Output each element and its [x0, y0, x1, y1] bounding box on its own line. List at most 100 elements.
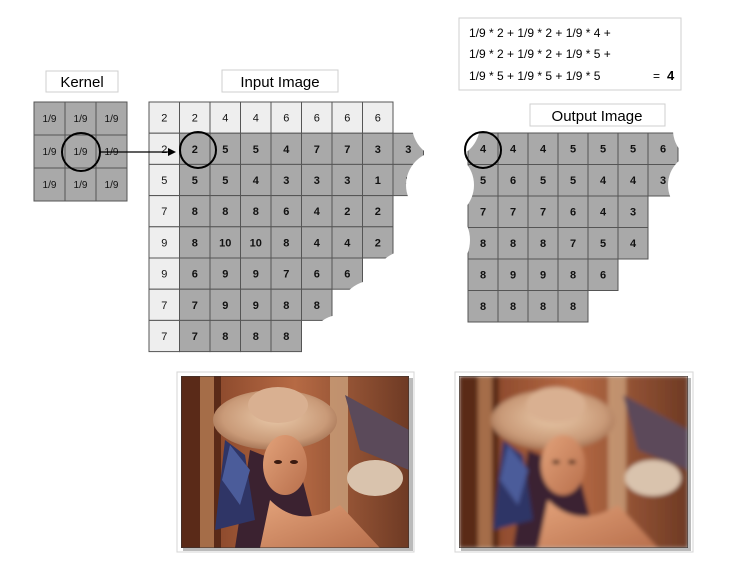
input-cell-value: 7 [161, 300, 167, 312]
input-cell-value: 6 [314, 113, 320, 125]
input-cell-value: 8 [192, 237, 198, 249]
output-cell [467, 258, 499, 291]
input-torn-edge [310, 91, 480, 375]
input-cell [179, 257, 211, 290]
output-cell [587, 258, 619, 291]
output-cell-value: 4 [510, 144, 517, 156]
input-cell-value: 5 [161, 175, 167, 187]
input-cell-value: 7 [192, 331, 198, 343]
input-cell-value: 10 [250, 237, 262, 249]
kernel-cell-value: 1/9 [43, 114, 57, 125]
input-cell [362, 163, 394, 197]
input-cell [270, 195, 302, 228]
input-cell [240, 257, 272, 290]
output-cell-value: 8 [480, 238, 486, 250]
input-cell [362, 195, 394, 228]
input-cell [331, 257, 363, 290]
output-cell [467, 195, 499, 228]
output-cell [587, 132, 619, 165]
output-cell-value: 8 [480, 270, 486, 282]
input-cell-value: 2 [375, 237, 381, 249]
output-cell [587, 164, 619, 197]
input-cell-value: 1 [375, 175, 381, 187]
kernel-title-text: Kernel [60, 74, 103, 91]
input-cell-value: 6 [314, 269, 320, 281]
input-cell-value: 6 [344, 113, 350, 125]
input-cell [209, 226, 241, 259]
kernel-cell-value: 1/9 [105, 114, 119, 125]
output-cell [617, 195, 649, 228]
input-cell-value: 8 [253, 331, 259, 343]
output-cell-value: 4 [630, 175, 637, 187]
input-cell [179, 319, 211, 353]
output-cell-value: 7 [480, 207, 486, 219]
input-cell-value: 8 [222, 331, 228, 343]
output-cell-value: 8 [510, 301, 516, 313]
input-cell-value: 9 [253, 300, 259, 312]
input-cell-value: 2 [344, 206, 350, 218]
output-cell [527, 227, 559, 260]
input-cell-value: 4 [314, 237, 321, 249]
output-cell [497, 195, 529, 228]
kernel-center-circle [61, 132, 101, 172]
input-cell-value: 3 [375, 144, 381, 156]
input-cell [331, 101, 363, 134]
output-cell-value: 4 [480, 144, 487, 156]
input-cell [148, 319, 180, 353]
input-cell [148, 257, 180, 290]
input-cell-value: 8 [314, 300, 320, 312]
kernel-cell [95, 167, 128, 202]
input-cell-value: 7 [344, 144, 350, 156]
kernel-cell [64, 134, 97, 169]
input-cell [301, 163, 333, 197]
input-cell [270, 257, 302, 290]
output-image-title: Output Image [529, 103, 666, 127]
input-cell-value: 7 [314, 144, 320, 156]
input-image-title-text: Input Image [240, 74, 319, 91]
output-cell [497, 227, 529, 260]
input-cell-value: 8 [283, 237, 289, 249]
input-cell-value: 5 [222, 144, 228, 156]
output-cell-value: 5 [540, 175, 546, 187]
output-cell-value: 6 [600, 270, 606, 282]
output-cell [527, 290, 559, 323]
output-cell-value: 8 [540, 301, 546, 313]
output-cell-value: 8 [570, 301, 576, 313]
output-cell [617, 227, 649, 260]
input-cell [331, 163, 363, 197]
input-cell-value: 7 [283, 269, 289, 281]
output-cell-value: 6 [660, 144, 666, 156]
input-cell [148, 226, 180, 259]
input-cell-value: 4 [222, 113, 228, 125]
input-cell [240, 319, 272, 353]
input-cell-value: 9 [222, 269, 228, 281]
input-cell-value: 2 [192, 144, 198, 156]
output-cell [527, 164, 559, 197]
output-cell-value: 3 [660, 175, 666, 187]
output-cell-value: 6 [510, 175, 516, 187]
input-cell-value: 4 [283, 144, 290, 156]
input-cell-value: 4 [314, 206, 321, 218]
kernel-cell [64, 167, 97, 202]
input-cell [301, 226, 333, 259]
output-cell-value: 9 [540, 270, 546, 282]
input-cell-value: 8 [283, 300, 289, 312]
input-cell-value: 8 [222, 206, 228, 218]
output-cell [497, 258, 529, 291]
input-cell [240, 226, 272, 259]
formula-result: 4 [667, 68, 675, 83]
input-image-grid: 2244666622554773355543331178886422981010… [148, 101, 424, 353]
output-cell-value: 4 [600, 175, 607, 187]
output-cell-value: 8 [480, 301, 486, 313]
input-cell-value: 5 [192, 175, 198, 187]
input-cell [270, 226, 302, 259]
input-cell-value: 5 [222, 175, 228, 187]
input-cell-value: 4 [253, 175, 260, 187]
output-cell-value: 9 [510, 270, 516, 282]
input-cell [179, 163, 211, 197]
formula-line-3: 1/9 * 5 + 1/9 * 5 + 1/9 * 5 [469, 69, 601, 83]
input-cell-value: 8 [253, 206, 259, 218]
original-photo [176, 371, 415, 553]
